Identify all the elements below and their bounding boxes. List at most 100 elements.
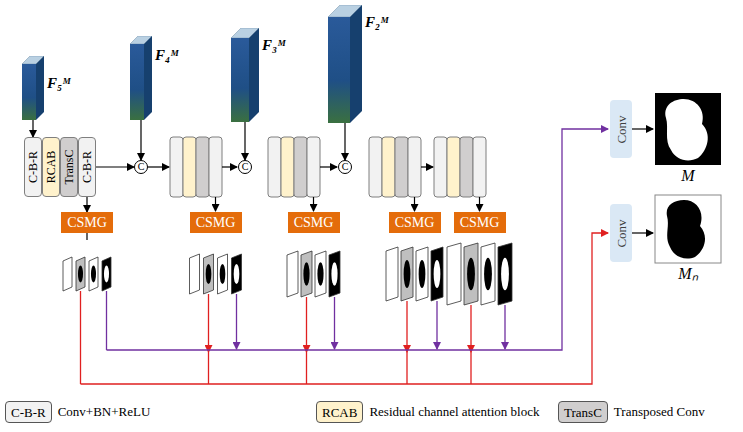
attention-blob [317,262,323,286]
stage-bar [473,137,486,197]
conv-label: Conv [615,219,628,247]
feature-block: F₃ᴹ [231,28,259,122]
connector-arrow [344,123,345,160]
conv-box: Conv [610,204,632,262]
attention-blob [91,266,96,283]
output-wire [80,291,81,384]
csmg-box: CSMG [454,212,506,233]
output-wire [406,352,407,384]
csmg-box: CSMG [389,212,441,233]
attention-slice [287,251,298,297]
flow-arrow [414,197,415,211]
legend-sample-text: RCAB [322,406,357,419]
output-wire [504,305,505,349]
feature-prism [231,28,259,122]
legend-sample-text: C-B-R [11,406,46,419]
attention-slice [416,247,428,301]
stage-bar [183,137,196,197]
csmg-label: CSMG [460,216,500,230]
attention-slice [301,251,312,297]
stage-bar [369,137,382,197]
stage-bar [170,137,183,197]
layer-label: C-B-R [81,151,93,183]
flow-arrow [320,166,337,167]
csmg-label: CSMG [294,216,334,230]
attention-slice [447,243,461,305]
attention-blob [104,266,109,283]
feature-block: F₂ᴹ [328,5,362,123]
feature-block: F₄ᴹ [130,36,152,120]
feature-label: F₂ᴹ [365,15,388,30]
csmg-label: CSMG [395,216,435,230]
stage-bar [307,137,320,197]
layer-label: RCAB [45,151,57,184]
stage-bar [434,137,447,197]
output-wire [208,294,209,352]
attention-slice [218,254,228,294]
connector-arrow [32,120,33,137]
output-wires [81,129,609,384]
concat-label: C [242,162,249,172]
output-wire [236,294,237,349]
flow-arrow [421,166,433,167]
mask-image [655,195,721,263]
mask-images [655,93,721,263]
attention-blob [220,264,226,284]
connector-arrow [86,197,87,212]
feature-prism [328,5,362,123]
legend-swatch: TransC [558,401,608,423]
output-wire [470,352,471,384]
flow-arrow [86,233,87,240]
attention-blob [484,258,492,290]
flow-arrow [313,197,314,211]
output-wire [306,352,307,384]
output-wire [436,301,437,349]
attention-map-stacks [63,243,512,305]
concat-circle: C [134,160,148,174]
flow-arrow [148,166,169,167]
csmg-label: CSMG [67,216,107,230]
attention-blob [434,260,441,288]
connector-arrow [96,166,134,167]
layer-box: TransC [60,137,78,197]
legend-text: Residual channel attention block [369,404,539,420]
attention-slice [464,243,478,305]
flow-arrow [222,166,237,167]
csmg-box: CSMG [190,212,242,233]
attention-slice [63,257,72,291]
csmg-label: CSMG [196,216,236,230]
flow-arrow [479,197,480,211]
feature-block: F₅ᴹ [22,56,44,120]
legend-swatch: RCAB [316,401,363,423]
connector-arrow [244,122,245,160]
attention-blob [234,264,240,284]
stage-bar [294,137,307,197]
attention-blob [404,260,411,288]
stage-bar [408,137,421,197]
flow-arrows [87,129,653,240]
attention-slice [386,247,398,301]
attention-blob [206,264,212,284]
output-wire [107,129,609,350]
decoder-stage-bars [170,137,486,197]
attention-slice [102,257,111,291]
flow-arrow [632,232,653,233]
attention-blob [501,258,509,290]
mask-blob [667,200,705,259]
output-wire [81,233,609,384]
layer-label: TransC [63,150,75,185]
layer-box: RCAB [42,137,60,197]
output-wire [306,297,307,352]
legend-text: Transposed Conv [614,404,705,420]
legend-text: Conv+BN+ReLU [58,404,151,420]
concat-circle: C [338,160,352,174]
attention-blob [419,260,426,288]
attention-slice [329,251,340,297]
output-wire [406,301,407,352]
stage-bar [460,137,473,197]
legend-item: C-B-R Conv+BN+ReLU [5,401,150,423]
mask-image [655,93,721,165]
output-wire [334,297,335,349]
feature-label: F₄ᴹ [155,48,178,63]
